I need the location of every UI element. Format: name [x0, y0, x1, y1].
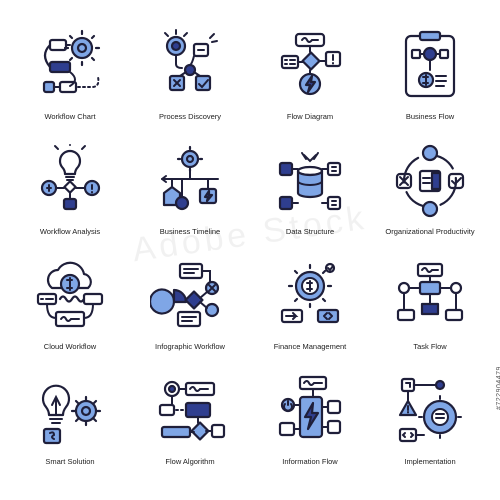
cloud-workflow-icon [36, 261, 104, 328]
icon-label: Data Structure [285, 227, 335, 236]
icon-label: Workflow Chart [44, 112, 96, 121]
icon-label: Business Timeline [159, 227, 221, 236]
icon-label: Task Flow [413, 342, 447, 351]
workflow-chart-icon [42, 29, 101, 94]
implementation-icon [398, 377, 462, 443]
icon-label: Workflow Analysis [39, 227, 101, 236]
icon-card-business-flow[interactable]: Business Flow [370, 20, 490, 135]
icon-label: Finance Management [273, 342, 347, 351]
task-flow-icon [396, 262, 464, 322]
icon-card-finance-management[interactable]: Finance Management [250, 250, 370, 365]
infographic-workflow-icon [150, 262, 220, 328]
icon-label: Process Discovery [158, 112, 222, 121]
icon-card-infographic-workflow[interactable]: Infographic Workflow [130, 250, 250, 365]
flow-diagram-icon [280, 32, 342, 96]
icon-card-cloud-workflow[interactable]: Cloud Workflow [10, 250, 130, 365]
icon-label: Implementation [404, 457, 456, 466]
smart-solution-icon [41, 384, 102, 445]
icon-label: Smart Solution [45, 457, 95, 466]
flow-algorithm-icon [158, 380, 226, 441]
icon-card-business-timeline[interactable]: Business Timeline [130, 135, 250, 250]
workflow-analysis-icon [40, 144, 101, 211]
icon-label: Flow Algorithm [165, 457, 215, 466]
finance-management-icon [280, 262, 340, 324]
icon-card-workflow-chart[interactable]: Workflow Chart [10, 20, 130, 135]
icon-card-implementation[interactable]: Implementation [370, 365, 490, 480]
icon-label: Business Flow [405, 112, 455, 121]
icon-card-data-structure[interactable]: Data Structure [250, 135, 370, 250]
icon-label: Infographic Workflow [155, 342, 225, 351]
business-flow-icon [404, 30, 456, 98]
icon-label: Organizational Productivity [385, 227, 475, 236]
icon-card-process-discovery[interactable]: Process Discovery [130, 20, 250, 135]
icon-card-flow-algorithm[interactable]: Flow Algorithm [130, 365, 250, 480]
icon-card-workflow-analysis[interactable]: Workflow Analysis [10, 135, 130, 250]
icon-card-information-flow[interactable]: Information Flow [250, 365, 370, 480]
icon-card-task-flow[interactable]: Task Flow [370, 250, 490, 365]
icon-card-organizational-productivity[interactable]: Organizational Productivity [370, 135, 490, 250]
icon-label: Flow Diagram [286, 112, 334, 121]
icon-grid: Workflow Chart Process Discovery [10, 20, 490, 480]
organizational-productivity-icon [395, 144, 465, 218]
icon-card-flow-diagram[interactable]: Flow Diagram [250, 20, 370, 135]
icon-label: Cloud Workflow [43, 342, 97, 351]
icon-label: Information Flow [282, 457, 338, 466]
stock-id: #722904479 [496, 366, 500, 410]
business-timeline-icon [161, 145, 219, 211]
process-discovery-icon [164, 29, 218, 92]
data-structure-icon [278, 152, 342, 211]
information-flow-icon [278, 375, 342, 439]
icon-card-smart-solution[interactable]: Smart Solution [10, 365, 130, 480]
